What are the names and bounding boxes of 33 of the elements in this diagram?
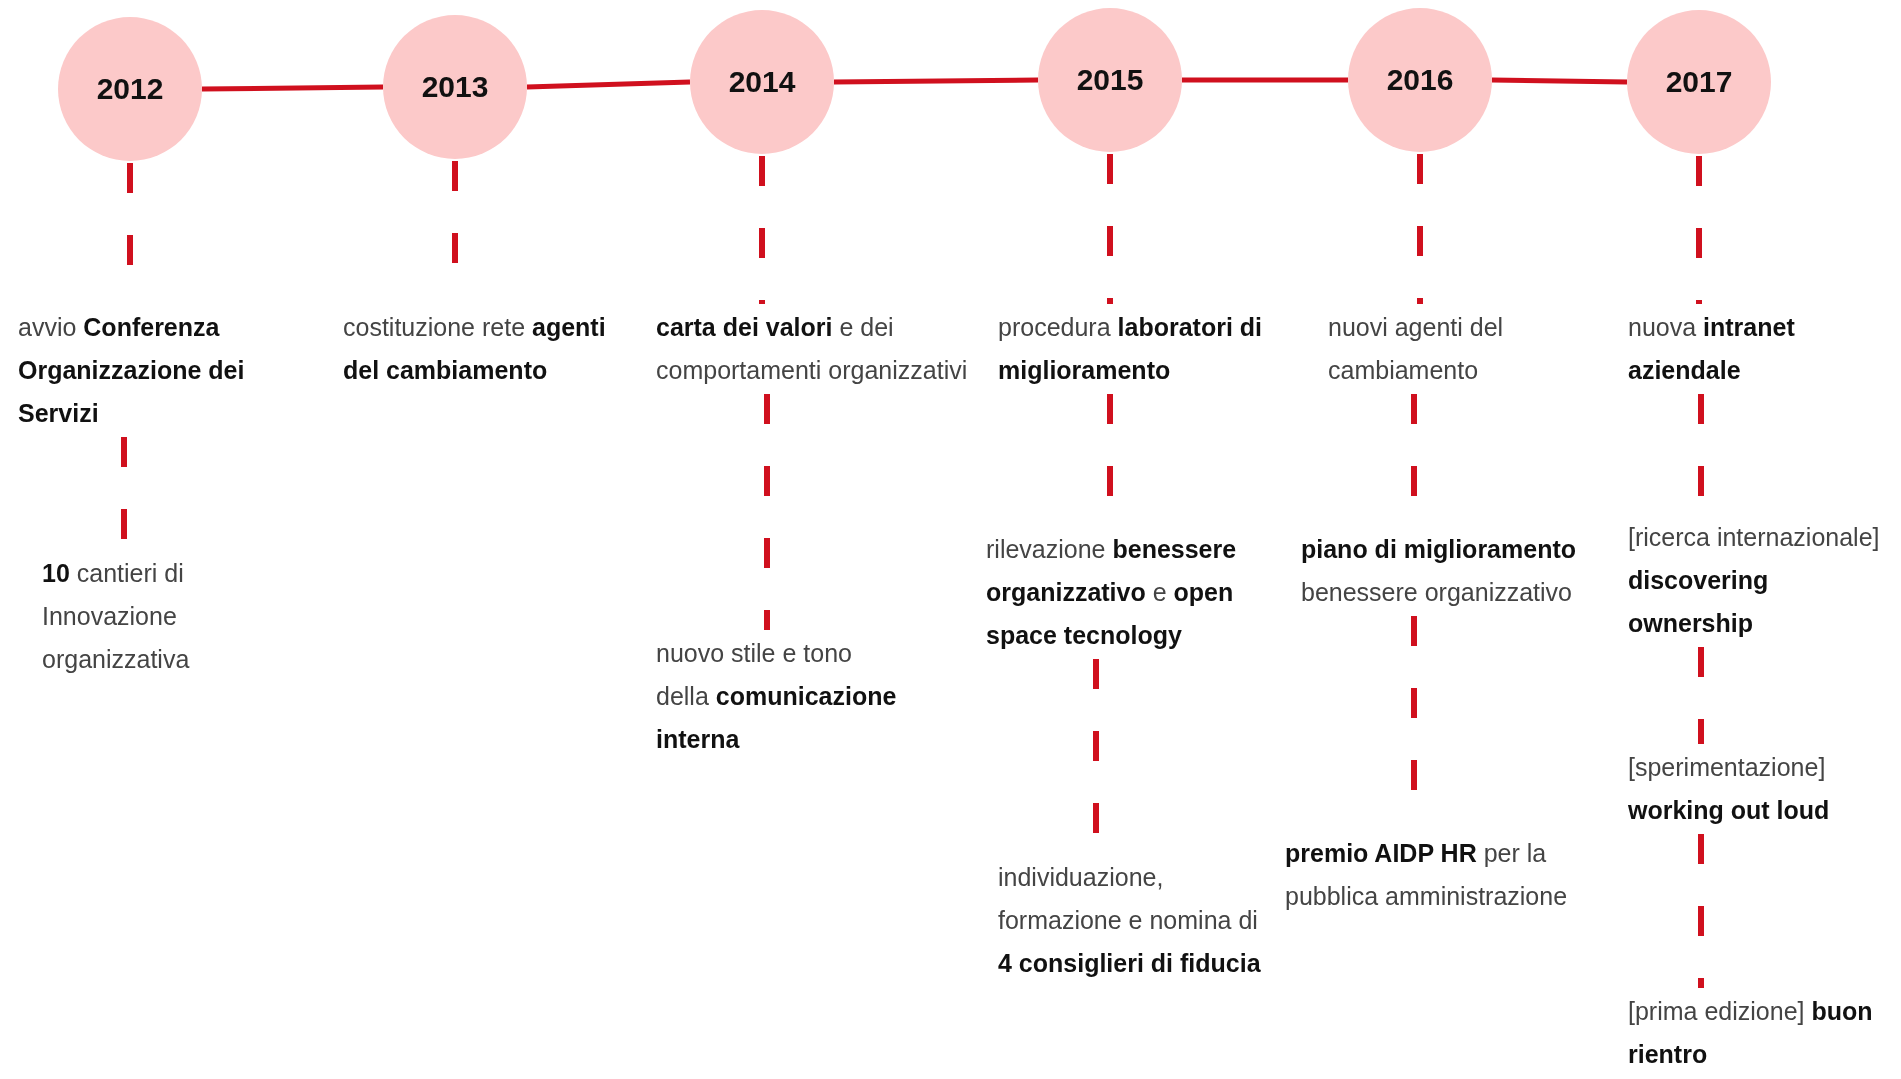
milestone-text: piano di miglioramento benessere organizzativo — [1301, 528, 1601, 614]
connector-line — [1417, 154, 1423, 304]
year-label: 2013 — [421, 70, 489, 104]
timeline-line — [526, 79, 691, 90]
year-label: 2015 — [1076, 63, 1144, 97]
milestone-text: nuova intranet aziendale — [1628, 306, 1888, 392]
connector-line — [1698, 834, 1704, 988]
connector-line — [764, 394, 770, 630]
milestone-text: rilevazione benessere organizzativo e open space tecnology — [986, 528, 1276, 657]
year-label: 2017 — [1665, 65, 1733, 99]
milestone-text: nuovi agenti del cambiamento — [1328, 306, 1568, 392]
timeline-line — [201, 84, 384, 92]
connector-line — [1107, 154, 1113, 304]
milestone-text: procedura laboratori di miglioramento — [998, 306, 1278, 392]
timeline-line — [1491, 77, 1628, 85]
milestone-text: avvio Conferenza Organizzazione dei Servizi — [18, 306, 318, 435]
year-label: 2016 — [1386, 63, 1454, 97]
timeline-line — [833, 77, 1039, 85]
year-label: 2012 — [96, 72, 164, 106]
milestone-text: individuazione, formazione e nomina di 4 consiglieri di fiducia — [998, 856, 1268, 985]
milestone-text: carta dei valori e dei comportamenti organizzativi — [656, 306, 986, 392]
milestone-text: [prima edizione] buon rientro — [1628, 990, 1898, 1076]
milestone-text: costituzione rete agenti del cambiamento — [343, 306, 633, 392]
milestone-text: premio AIDP HR per la pubblica amministrazione — [1285, 832, 1595, 918]
connector-line — [759, 156, 765, 304]
connector-line — [1698, 647, 1704, 744]
year-label: 2014 — [728, 65, 796, 99]
connector-line — [1696, 156, 1702, 304]
timeline-line — [1182, 77, 1348, 83]
milestone-text: nuovo stile e tono della comunicazione interna — [656, 632, 906, 761]
milestone-text: [ricerca internazionale] discovering ownership — [1628, 516, 1898, 645]
milestone-text: 10 cantieri di Innovazione organizzativa — [42, 552, 282, 681]
milestone-text: [sperimentazione] working out loud — [1628, 746, 1898, 832]
